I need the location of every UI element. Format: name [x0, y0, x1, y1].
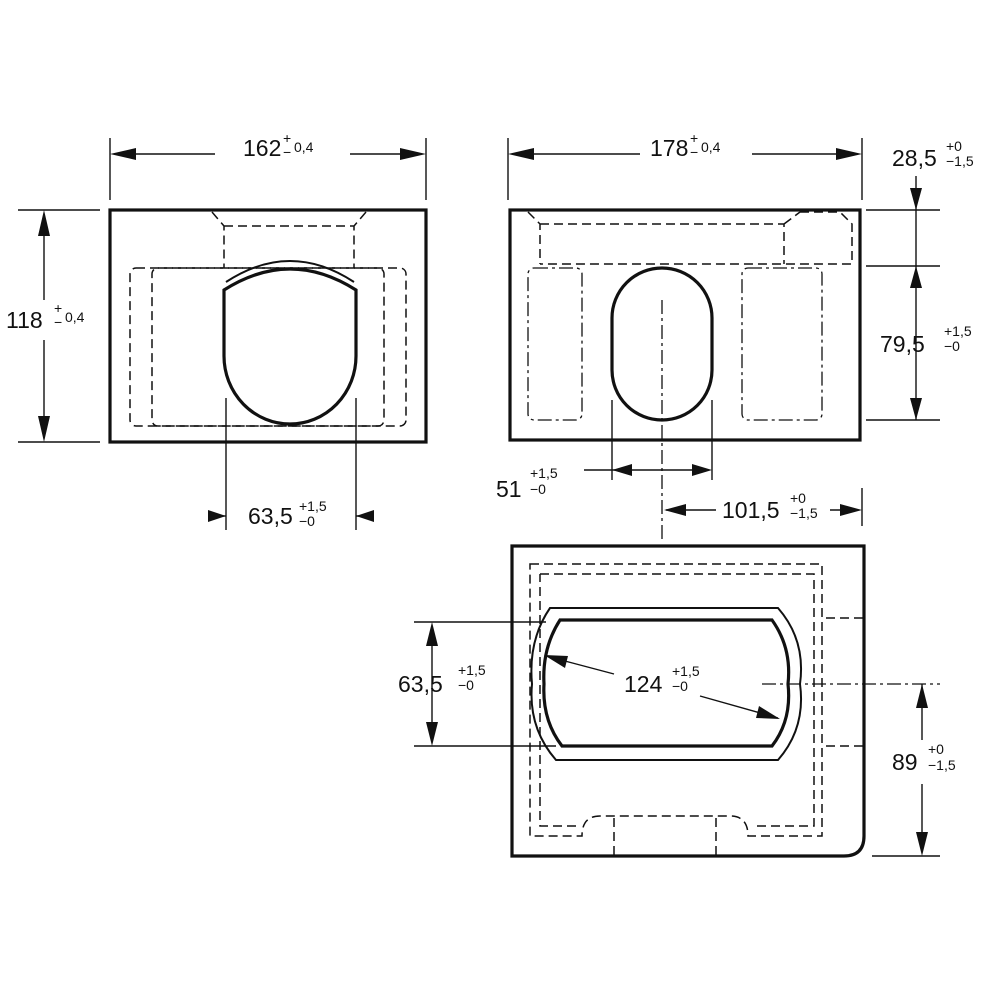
- view2-offset-label: 101,5 +0 −1,5: [722, 490, 818, 523]
- view1-height-tol: 0,4: [65, 309, 85, 325]
- view2-height-value: 79,5: [880, 331, 925, 357]
- view2-width-upper: +: [690, 130, 698, 146]
- view1-hidden-cavity-inner: [151, 267, 385, 427]
- view3-length-arrow-left: [544, 655, 568, 668]
- view1-height-label: 118 + − 0,4: [6, 300, 85, 333]
- view2-hidden-pocket-right: [741, 267, 823, 421]
- view3-height-value: 63,5: [398, 671, 443, 697]
- view3-height-upper: +1,5: [458, 662, 486, 678]
- view3-length-lower: −0: [672, 678, 688, 694]
- view2-top-arrow-a: [910, 188, 922, 210]
- view3-offset-arrow-bottom: [916, 832, 928, 856]
- view2-top-label: 28,5 +0 −1,5: [892, 138, 974, 171]
- view2-hidden-channel: [527, 211, 853, 265]
- view1-opening-lower: −0: [299, 513, 315, 529]
- view1-width-arrow-left: [110, 148, 136, 160]
- view1-width-label: 162 + − 0,4: [243, 130, 314, 161]
- view2-opening-lower: −0: [530, 481, 546, 497]
- view-3: 124 +1,5 −0 63,5 +1,5 −0 89 +0 −1,5: [398, 544, 956, 858]
- view2-opening-upper: +1,5: [530, 465, 558, 481]
- view2-opening-arrow-right: [692, 464, 712, 476]
- view2-height-lower: −0: [944, 338, 960, 354]
- view2-top-arrow-b: [910, 266, 922, 288]
- view2-width-arrow-right: [836, 148, 862, 160]
- view2-width-arrow-left: [508, 148, 534, 160]
- view2-height-arrow-bottom: [910, 398, 922, 420]
- view3-height-lower: −0: [458, 677, 474, 693]
- view2-opening-arrow-left: [612, 464, 632, 476]
- view1-height-arrow-bottom: [38, 416, 50, 442]
- view2-width-value: 178: [650, 135, 688, 161]
- view3-outline: [510, 544, 866, 858]
- view3-length-upper: +1,5: [672, 663, 700, 679]
- view2-offset-upper: +0: [790, 490, 806, 506]
- view2-height-upper: +1,5: [944, 323, 972, 339]
- view1-hidden-cavity-outer: [129, 267, 407, 427]
- view2-opening-label: 51 +1,5 −0: [496, 465, 558, 502]
- view3-opening: [542, 618, 791, 748]
- view2-width-label: 178 + − 0,4: [650, 130, 721, 161]
- view3-height-label: 63,5 +1,5 −0: [398, 662, 486, 697]
- view3-offset-upper: +0: [928, 741, 944, 757]
- view1-opening-value: 63,5: [248, 503, 293, 529]
- view2-outline: [508, 208, 862, 442]
- view1-opening-arrow-right: [356, 510, 374, 522]
- view1-outline: [108, 208, 428, 444]
- view1-width-upper: +: [283, 130, 291, 146]
- view1-width-tol: 0,4: [294, 139, 314, 155]
- view3-offset-arrow-top: [916, 684, 928, 708]
- view1-height-lower: −: [54, 314, 62, 330]
- view3-length-value: 124: [624, 671, 663, 697]
- view1-height-upper: +: [54, 300, 62, 316]
- view1-opening-arrow-left: [208, 510, 226, 522]
- view3-offset-label: 89 +0 −1,5: [892, 741, 956, 775]
- view2-opening-value: 51: [496, 476, 522, 502]
- view1-opening-upper: +1,5: [299, 498, 327, 514]
- view3-length-label: 124 +1,5 −0: [624, 663, 700, 697]
- view1-opening-lip: [225, 260, 355, 283]
- view3-length-arrow-right: [756, 706, 780, 719]
- view2-width-tol: 0,4: [701, 139, 721, 155]
- view2-top-upper: +0: [946, 138, 962, 154]
- view1-width-value: 162: [243, 135, 281, 161]
- view3-opening-outer: [530, 607, 803, 761]
- view-1: 162 + − 0,4 118 + − 0,4 63,5 +1,5 −0: [6, 130, 428, 530]
- view2-offset-arrow-right: [840, 504, 862, 516]
- view2-offset-lower: −1,5: [790, 505, 818, 521]
- view3-offset-lower: −1,5: [928, 757, 956, 773]
- view2-top-lower: −1,5: [946, 153, 974, 169]
- view1-height-value: 118: [6, 307, 43, 333]
- view3-hidden-cavity: [529, 563, 823, 837]
- view2-offset-value: 101,5: [722, 497, 780, 523]
- view2-offset-arrow-left: [664, 504, 686, 516]
- view3-height-arrow-bottom: [426, 722, 438, 746]
- view1-opening: [222, 267, 358, 426]
- view2-top-value: 28,5: [892, 145, 937, 171]
- view3-height-arrow-top: [426, 622, 438, 646]
- view1-hidden-pocket: [211, 211, 367, 268]
- view1-width-arrow-right: [400, 148, 426, 160]
- view2-hidden-pocket-left: [527, 267, 583, 421]
- view1-width-lower: −: [283, 144, 291, 160]
- view1-opening-label: 63,5 +1,5 −0: [248, 498, 327, 529]
- view3-offset-value: 89: [892, 749, 918, 775]
- view3-hidden-cavity-inner: [539, 573, 815, 827]
- view2-width-lower: −: [690, 144, 698, 160]
- view1-height-arrow-top: [38, 210, 50, 236]
- view-2: 178 + − 0,4 28,5 +0 −1,5 79,5 +1,5 −0: [496, 130, 974, 540]
- view2-height-label: 79,5 +1,5 −0: [880, 323, 972, 357]
